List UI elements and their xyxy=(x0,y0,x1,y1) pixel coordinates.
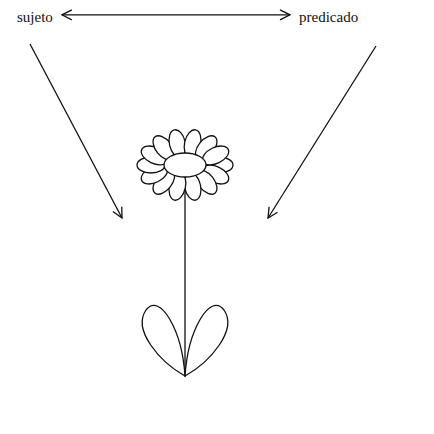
double-arrow xyxy=(62,14,290,15)
stem xyxy=(184,178,185,376)
text-node: sujeto xyxy=(14,6,56,28)
pointer-arrow xyxy=(30,44,122,218)
term-label: predicado xyxy=(299,8,358,26)
term-label: sujeto xyxy=(17,8,53,26)
pointer-arrow xyxy=(268,46,376,218)
leaf xyxy=(142,305,185,376)
flower-center xyxy=(164,153,206,177)
flower-drawing xyxy=(137,128,233,376)
leaf xyxy=(185,305,228,376)
text-node: predicado xyxy=(296,6,361,28)
